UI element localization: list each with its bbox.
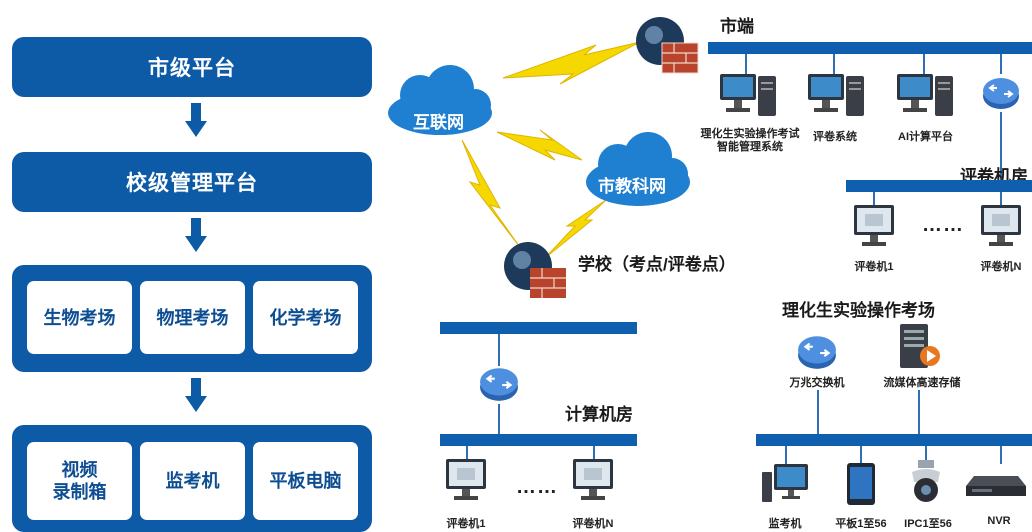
edu-net-label: 市教科网 [598,177,666,196]
workstation-icon [720,74,776,116]
arrow-down-icon [185,218,207,252]
tablets-label: 平板1至56 [835,518,887,530]
computer-room-dots: …… [516,476,558,498]
city-platform-box: 市级平台 [12,37,372,97]
10g-switch-label: 万兆交换机 [789,377,845,389]
video-recorder-card: 视频 录制箱 [27,442,132,520]
lab-network-bus [756,434,1032,446]
tablet-icon [847,463,875,505]
ipc-cameras-label: IPC1至56 [904,518,952,530]
nvr-label: NVR [987,515,1011,527]
computer-pc-n-label: 评卷机N [572,518,614,530]
lab-exam-room-label: 理化生实验操作考场 [782,301,935,320]
grading-room-bus [846,180,1032,192]
computer-room-bus [440,434,637,446]
invigilator-pc-label: 监考机 [165,471,220,491]
media-storage-label: 流媒体高速存储 [883,377,961,389]
chemistry-exam-room-label: 化学考场 [269,307,342,328]
ai-compute-platform-label: AI计算平台 [898,131,953,143]
exam-management-system-label: 理化生实验操作考试 智能管理系统 [700,128,800,153]
lightning-bolt-icon [502,41,641,85]
physics-exam-room-label: 物理考场 [156,307,229,328]
arrow-down-icon [185,103,207,137]
internet-cloud-icon [388,65,492,135]
internet-label: 互联网 [413,113,464,132]
router-icon [983,78,1019,109]
pc-monitor-icon [981,205,1021,246]
pc-monitor-icon [573,459,613,500]
switch-icon [798,336,836,369]
invigilator-pc-device-label: 监考机 [768,518,802,530]
desktop-pc-icon [762,464,808,502]
firewall-globe-icon [504,242,566,298]
router-icon [480,368,518,401]
ptz-camera-icon [912,460,940,502]
chemistry-exam-room-card: 化学考场 [253,281,358,354]
grading-pc-n-label: 评卷机N [980,261,1022,273]
city-platform-label: 市级平台 [148,57,236,80]
city-network-bus [708,42,1032,54]
pc-monitor-icon [446,459,486,500]
arrow-down-icon [185,378,207,412]
lightning-bolt-icon [461,139,523,251]
grading-pc-1-label: 评卷机1 [854,261,894,273]
grading-room-dots: …… [922,214,964,236]
pc-monitor-icon [854,205,894,246]
biology-exam-room-card: 生物考场 [27,281,132,354]
nvr-icon [966,476,1026,496]
school-label: 学校（考点/评卷点） [578,255,736,274]
video-recorder-label: 视频 录制箱 [52,460,107,502]
tablet-card: 平板电脑 [253,442,358,520]
edu-net-cloud-icon [586,132,690,206]
grading-system-label: 评卷系统 [813,131,857,143]
workstation-icon [897,74,953,116]
physics-exam-room-card: 物理考场 [140,281,245,354]
firewall-globe-icon [636,17,699,74]
tablet-label: 平板电脑 [269,471,342,491]
school-platform-box: 校级管理平台 [12,152,372,212]
computer-room-label: 计算机房 [565,405,633,424]
school-network-bus [440,322,637,334]
school-platform-label: 校级管理平台 [126,172,258,195]
workstation-icon [808,74,864,116]
city-end-label: 市端 [720,17,754,36]
media-storage-icon [900,324,940,368]
lightning-bolt-icon [496,129,583,161]
invigilator-pc-card: 监考机 [140,442,245,520]
computer-pc-1-label: 评卷机1 [446,518,486,530]
biology-exam-room-label: 生物考场 [43,307,116,328]
